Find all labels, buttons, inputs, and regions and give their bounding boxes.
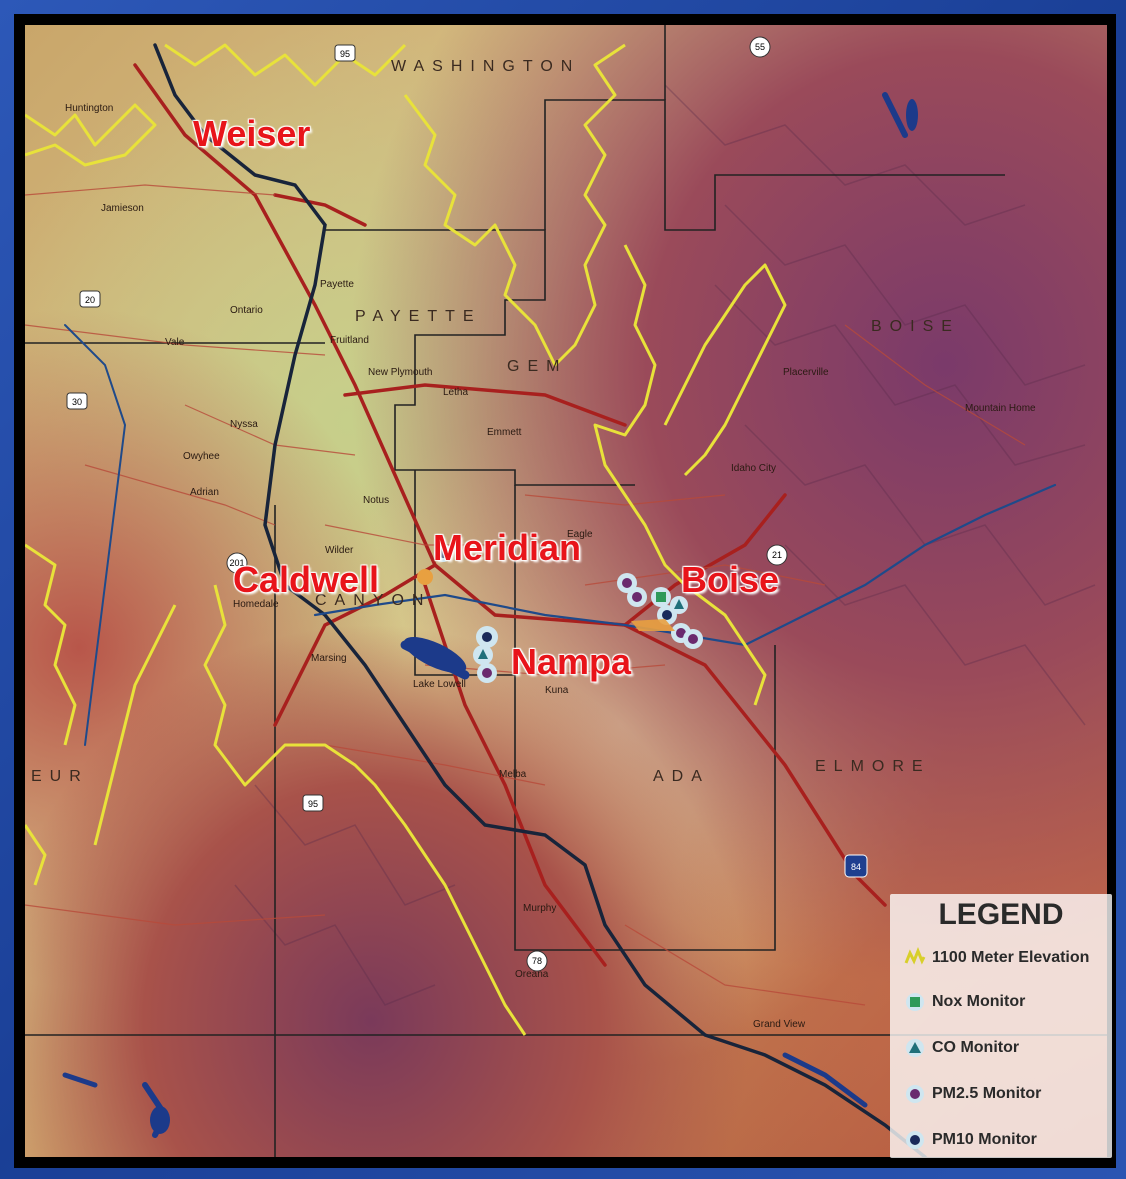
square-icon	[904, 991, 926, 1013]
place-homedale: Homedale	[233, 599, 279, 610]
relief-map: PAYETTE GEM CANYON ADA ELMORE BOISE WASH…	[25, 25, 1107, 1157]
county-label-ada: ADA	[653, 768, 710, 785]
legend-label-pm25: PM2.5 Monitor	[932, 1085, 1042, 1102]
legend-item-nox: Nox Monitor	[904, 990, 1025, 1014]
highway-shield-30: 30	[66, 392, 88, 410]
county-label-elmore: ELMORE	[815, 758, 931, 775]
secondary-roads	[25, 184, 1026, 1006]
monitor-markers	[417, 544, 703, 683]
place-eagle: Eagle	[567, 529, 593, 540]
city-label-meridian: Meridian	[433, 527, 582, 568]
svg-text:78: 78	[532, 956, 542, 966]
place-owyhee: Owyhee	[183, 451, 220, 462]
place-marsing: Marsing	[311, 653, 347, 664]
svg-text:84: 84	[851, 862, 861, 872]
city-label-weiser: Weiser	[193, 113, 311, 154]
place-mountain-home: Mountain Home	[965, 403, 1036, 414]
legend-label-co: CO Monitor	[932, 1039, 1020, 1056]
place-adrian: Adrian	[190, 487, 219, 498]
highway-shields: 95 30 201 20 55 21 78 84 95	[66, 36, 868, 972]
county-label-boise: BOISE	[871, 318, 960, 335]
place-grand-view: Grand View	[753, 1019, 806, 1030]
legend-label-nox: Nox Monitor	[932, 993, 1026, 1010]
county-label-owyhee-partial: EUR	[31, 768, 89, 785]
anderson-reservoir-shape	[150, 1106, 170, 1134]
place-vale: Vale	[165, 337, 185, 348]
place-idaho-city: Idaho City	[731, 463, 776, 474]
circle-icon	[904, 1129, 926, 1151]
legend-item-pm10: PM10 Monitor	[904, 1128, 1037, 1152]
reservoir-shape	[906, 99, 918, 131]
map-legend: LEGEND 1100 Meter Elevation Nox Monitor …	[890, 894, 1112, 1158]
highway-shield-55: 55	[749, 36, 771, 58]
place-melba: Melba	[499, 769, 527, 780]
triangle-icon	[904, 1037, 926, 1059]
svg-text:95: 95	[340, 49, 350, 59]
map-frame: PAYETTE GEM CANYON ADA ELMORE BOISE WASH…	[14, 14, 1116, 1168]
city-label-nampa: Nampa	[511, 641, 632, 682]
county-label-washington: WASHINGTON	[391, 58, 580, 75]
city-label-boise: Boise	[681, 559, 780, 600]
highway-shield-78: 78	[526, 950, 548, 972]
highway-shield-95-south: 95	[302, 794, 324, 812]
elevation-contour-icon	[904, 947, 926, 969]
place-jamieson: Jamieson	[101, 203, 144, 214]
highway-shield-201: 201	[226, 552, 248, 574]
place-lake-lowell: Lake Lowell	[413, 679, 466, 690]
place-labels: Payette Ontario Fruitland New Plymouth L…	[65, 103, 1036, 1030]
legend-label-elevation: 1100 Meter Elevation	[932, 949, 1090, 966]
place-kuna: Kuna	[545, 685, 569, 696]
highway-shield-84: 84	[844, 854, 868, 878]
place-murphy: Murphy	[523, 903, 556, 914]
place-nyssa: Nyssa	[230, 419, 258, 430]
legend-item-co: CO Monitor	[904, 1036, 1019, 1060]
lake-lowell-shape	[403, 636, 467, 674]
place-ontario: Ontario	[230, 305, 263, 316]
place-oreana: Oreana	[515, 969, 549, 980]
county-label-canyon: CANYON	[315, 592, 431, 609]
place-fruitland: Fruitland	[330, 335, 369, 346]
legend-label-pm10: PM10 Monitor	[932, 1131, 1037, 1148]
svg-text:95: 95	[308, 799, 318, 809]
place-wilder: Wilder	[325, 545, 354, 556]
highway-shield-20: 20	[79, 290, 101, 308]
legend-title: LEGEND	[938, 898, 1064, 931]
place-payette: Payette	[320, 279, 354, 290]
place-letha: Letha	[443, 387, 468, 398]
highways	[133, 63, 887, 967]
place-new-plymouth: New Plymouth	[368, 367, 432, 378]
county-label-payette: PAYETTE	[355, 308, 482, 325]
county-label-gem: GEM	[507, 358, 567, 375]
place-notus: Notus	[363, 495, 389, 506]
caldwell-monitors	[417, 569, 433, 585]
boise-monitors	[617, 573, 703, 649]
place-emmett: Emmett	[487, 427, 522, 438]
svg-text:21: 21	[772, 550, 782, 560]
place-huntington: Huntington	[65, 103, 113, 114]
place-placerville: Placerville	[783, 367, 829, 378]
elevation-contours	[25, 43, 787, 1036]
highway-shield-21: 21	[766, 544, 788, 566]
svg-text:55: 55	[755, 42, 765, 52]
city-label-caldwell: Caldwell	[233, 559, 380, 600]
circle-icon	[904, 1083, 926, 1105]
nampa-monitors	[473, 626, 498, 683]
svg-text:30: 30	[72, 397, 82, 407]
svg-text:20: 20	[85, 295, 95, 305]
meridian-monitors	[434, 544, 452, 562]
highway-shield-95-north: 95	[334, 44, 356, 62]
legend-item-elevation: 1100 Meter Elevation	[904, 946, 1089, 970]
legend-item-pm25: PM2.5 Monitor	[904, 1082, 1041, 1106]
svg-text:201: 201	[229, 558, 244, 568]
